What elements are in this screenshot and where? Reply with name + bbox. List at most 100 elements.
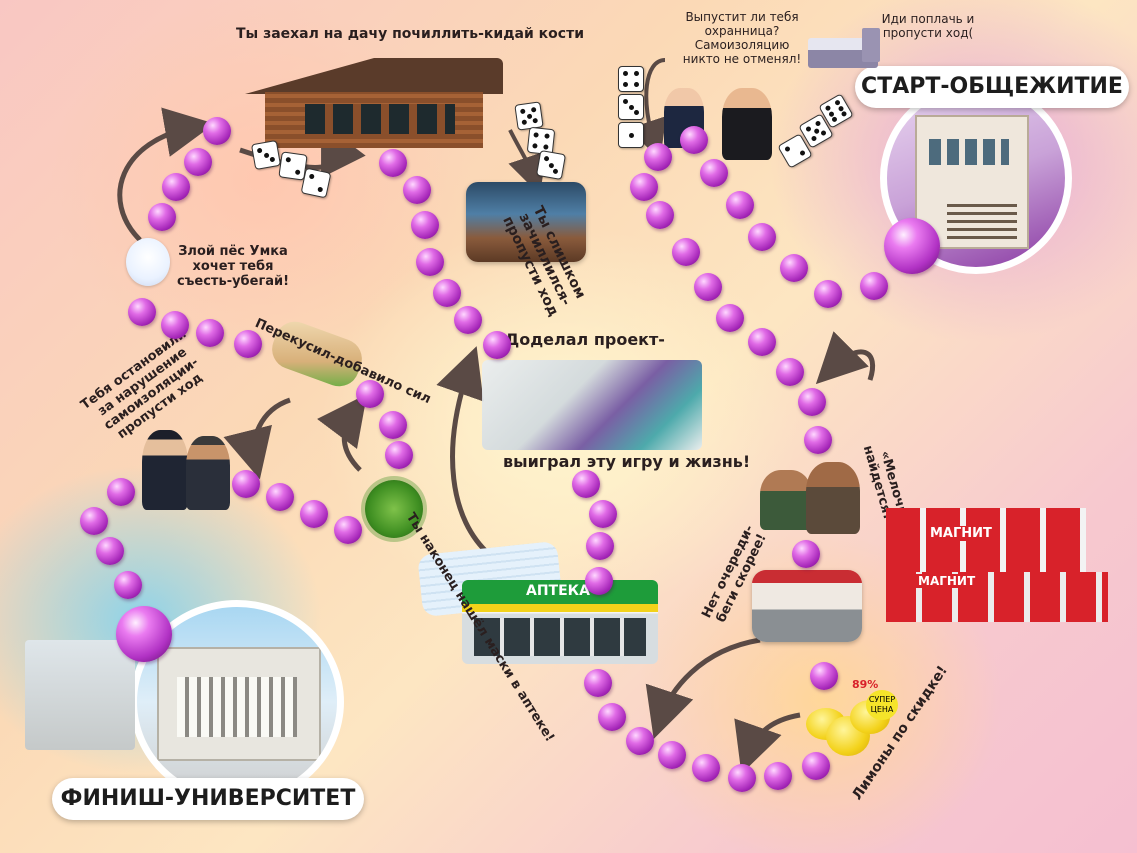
dacha-house-image [245, 58, 503, 148]
pharmacy-windows [474, 618, 646, 656]
path-bead [692, 754, 720, 782]
shop-interior-image [752, 570, 862, 642]
project-image [482, 360, 702, 450]
path-bead [776, 358, 804, 386]
dice-pip [532, 117, 539, 124]
path-bead [589, 500, 617, 528]
path-bead [266, 483, 294, 511]
path-bead [792, 540, 820, 568]
magnit-sign-front: МАГНИТ [914, 574, 980, 588]
curved-arrow-icon [508, 129, 547, 196]
curved-arrow-icon [734, 712, 801, 774]
path-bead [804, 426, 832, 454]
dice-pip [543, 155, 550, 162]
curved-arrow-icon [117, 107, 215, 242]
pharmacy-building: АПТЕКА [462, 580, 658, 664]
dice-pip [812, 127, 820, 135]
path-bead [586, 532, 614, 560]
path-bead [810, 662, 838, 690]
path-bead [162, 173, 190, 201]
path-bead [300, 500, 328, 528]
curved-arrow-icon [815, 331, 876, 385]
dog-icon [126, 238, 170, 286]
path-bead [726, 191, 754, 219]
dice-pip [634, 82, 639, 87]
path-bead [814, 280, 842, 308]
dice-icon [618, 66, 644, 92]
center-bottom-text: выиграл эту игру и жизнь! [503, 452, 751, 471]
dormitory-stairs [947, 199, 1017, 239]
cell-dog-text: Злой пёс Умка хочет тебя съесть-убегай! [176, 244, 290, 289]
path-bead [96, 537, 124, 565]
dice-icon [300, 167, 332, 199]
dice-pip [805, 125, 812, 133]
dice-pip [285, 156, 292, 163]
dice-pip [317, 186, 324, 193]
path-bead [860, 272, 888, 300]
start-title: СТАРТ-ОБЩЕЖИТИЕ [855, 66, 1129, 108]
dice-icon [618, 94, 644, 120]
path-bead [161, 311, 189, 339]
dice-pip [533, 132, 539, 138]
dice-icon [250, 139, 282, 171]
path-bead [196, 319, 224, 347]
path-bead [454, 306, 482, 334]
dice-pip [634, 71, 639, 76]
path-bead [385, 441, 413, 469]
curved-arrow-icon [223, 397, 291, 480]
cell-dacha-text: Ты заехал на дачу почиллить-кидай кости [235, 26, 585, 42]
path-bead [379, 149, 407, 177]
beggar2-image [806, 462, 860, 534]
university-columns [177, 677, 297, 737]
path-bead [411, 211, 439, 239]
path-bead [728, 764, 756, 792]
dice-pip [544, 133, 550, 139]
dice-pip [263, 152, 269, 158]
dice-pip [552, 168, 559, 175]
dice-pip [269, 156, 276, 163]
dice-pip [543, 144, 549, 150]
path-bead [748, 328, 776, 356]
dice-pip [256, 147, 263, 154]
dice-pip [294, 169, 301, 176]
dice-icon [514, 101, 544, 131]
dice-pip [814, 120, 822, 127]
path-bead [764, 762, 792, 790]
magnit-sign-top: МАГНИТ [926, 526, 996, 541]
dice-pip [532, 143, 538, 149]
dice-icon [535, 149, 567, 181]
police-officer2-image [186, 436, 230, 510]
finish-left-building [25, 640, 135, 750]
dice-pip [799, 149, 806, 157]
path-bead [802, 752, 830, 780]
path-bead [232, 470, 260, 498]
path-bead [680, 126, 708, 154]
price-tag-line1: СУПЕР [868, 695, 896, 704]
dice-pip [548, 162, 554, 168]
dice-pip [521, 119, 528, 126]
path-bead [694, 273, 722, 301]
bed-headboard [862, 28, 880, 62]
path-bead [234, 330, 262, 358]
dormitory-windows [929, 139, 1009, 165]
path-bead [658, 741, 686, 769]
pharmacy-stripe [462, 604, 658, 612]
path-bead [748, 223, 776, 251]
curved-arrow-icon [645, 637, 761, 739]
start-dormitory-image [880, 82, 1072, 274]
path-bead [148, 203, 176, 231]
finish-title: ФИНИШ-УНИВЕРСИТЕТ [52, 778, 364, 820]
pool-room-image [466, 182, 586, 262]
path-bead [672, 238, 700, 266]
path-bead [114, 571, 142, 599]
dice-pip [628, 132, 634, 138]
dice-pip [840, 110, 848, 118]
dice-icon [618, 122, 644, 148]
path-bead [572, 470, 600, 498]
path-bead [403, 176, 431, 204]
path-bead [646, 201, 674, 229]
virus-icon [365, 480, 423, 538]
magnit-store-image: МАГНИТ МАГНИТ [886, 502, 1108, 630]
dacha-windows [305, 104, 455, 134]
path-bead [184, 148, 212, 176]
